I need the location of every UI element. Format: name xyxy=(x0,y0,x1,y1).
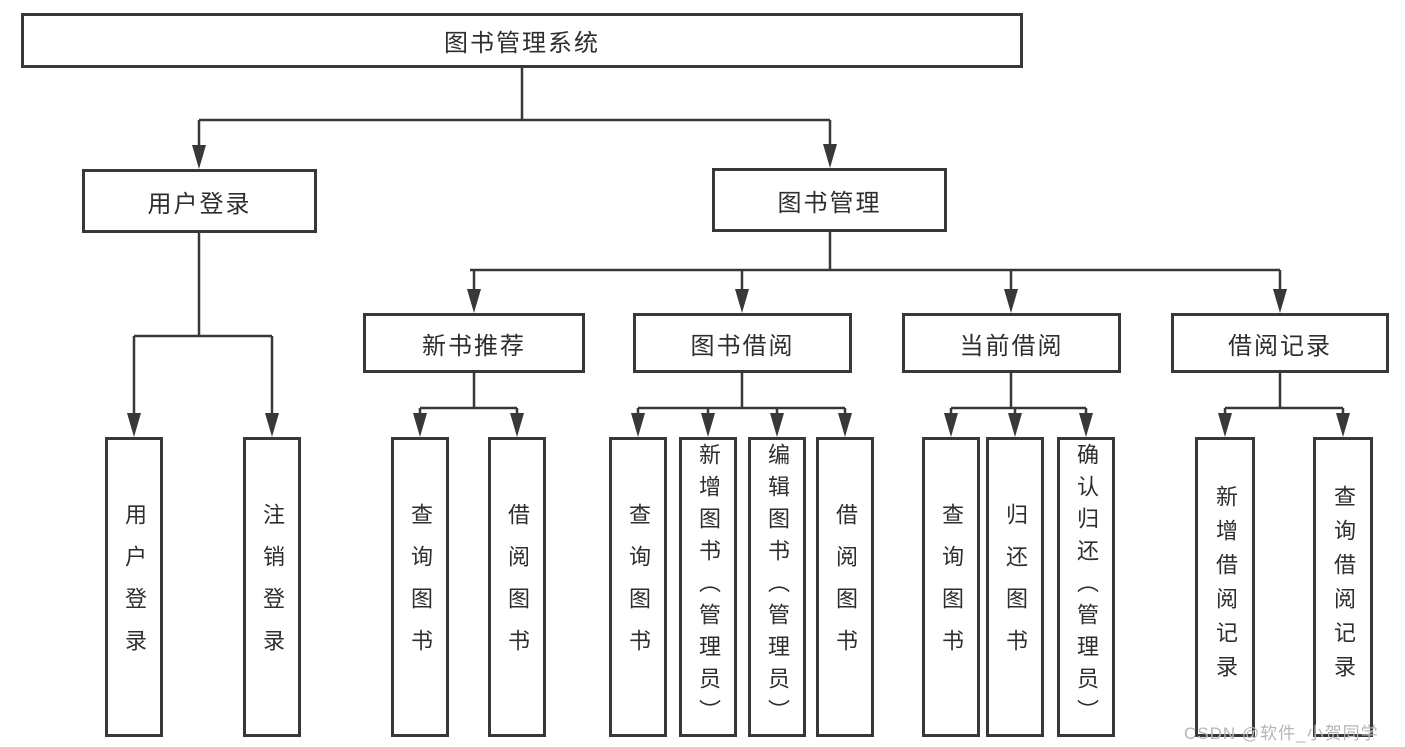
leaf-query-books-recommend: 查询图书 xyxy=(391,437,449,737)
leaf-user-login: 用户登录 xyxy=(105,437,163,737)
leaf-add-book-admin-label: 新增图书（管理员） xyxy=(696,443,721,731)
leaf-logout: 注销登录 xyxy=(243,437,301,737)
leaf-borrow-books: 借阅图书 xyxy=(816,437,874,737)
leaf-borrow-books-recommend: 借阅图书 xyxy=(488,437,546,737)
leaf-confirm-return-admin: 确认归还（管理员） xyxy=(1057,437,1115,737)
node-current-borrowing: 当前借阅 xyxy=(902,313,1121,373)
leaf-edit-book-admin-label: 编辑图书（管理员） xyxy=(765,443,790,731)
leaf-logout-label: 注销登录 xyxy=(260,503,285,671)
leaf-confirm-return-admin-label: 确认归还（管理员） xyxy=(1074,443,1099,731)
leaf-add-borrow-record-label: 新增借阅记录 xyxy=(1213,485,1238,689)
node-current-borrowing-label: 当前借阅 xyxy=(959,332,1064,360)
node-book-management: 图书管理 xyxy=(712,168,947,232)
leaf-query-books-borrowing: 查询图书 xyxy=(609,437,667,737)
leaf-add-book-admin: 新增图书（管理员） xyxy=(679,437,737,737)
node-borrow-records-label: 借阅记录 xyxy=(1228,332,1332,360)
node-root-label: 图书管理系统 xyxy=(444,30,600,57)
node-new-book-recommend-label: 新书推荐 xyxy=(422,332,526,360)
leaf-query-borrow-record-label: 查询借阅记录 xyxy=(1331,485,1356,689)
node-book-borrowing-label: 图书借阅 xyxy=(690,332,795,360)
leaf-query-books-current: 查询图书 xyxy=(922,437,980,737)
node-new-book-recommend: 新书推荐 xyxy=(363,313,585,373)
leaf-query-books-current-label: 查询图书 xyxy=(939,503,964,671)
node-user-login: 用户登录 xyxy=(82,169,317,233)
leaf-query-books-recommend-label: 查询图书 xyxy=(408,503,433,671)
leaf-add-borrow-record: 新增借阅记录 xyxy=(1195,437,1255,737)
leaf-return-books-label: 归还图书 xyxy=(1003,503,1028,671)
leaf-borrow-books-label: 借阅图书 xyxy=(833,503,858,671)
node-user-login-label: 用户登录 xyxy=(147,190,252,218)
leaf-user-login-label: 用户登录 xyxy=(122,503,147,671)
leaf-borrow-books-recommend-label: 借阅图书 xyxy=(505,503,530,671)
node-book-management-label: 图书管理 xyxy=(777,189,882,217)
csdn-watermark: CSDN @软件_小贺同学 xyxy=(1184,724,1379,743)
leaf-edit-book-admin: 编辑图书（管理员） xyxy=(748,437,806,737)
node-root-library-system: 图书管理系统 xyxy=(21,13,1023,68)
leaf-query-borrow-record: 查询借阅记录 xyxy=(1313,437,1373,737)
leaf-return-books: 归还图书 xyxy=(986,437,1044,737)
node-borrow-records: 借阅记录 xyxy=(1171,313,1389,373)
node-book-borrowing: 图书借阅 xyxy=(633,313,852,373)
leaf-query-books-borrowing-label: 查询图书 xyxy=(626,503,651,671)
